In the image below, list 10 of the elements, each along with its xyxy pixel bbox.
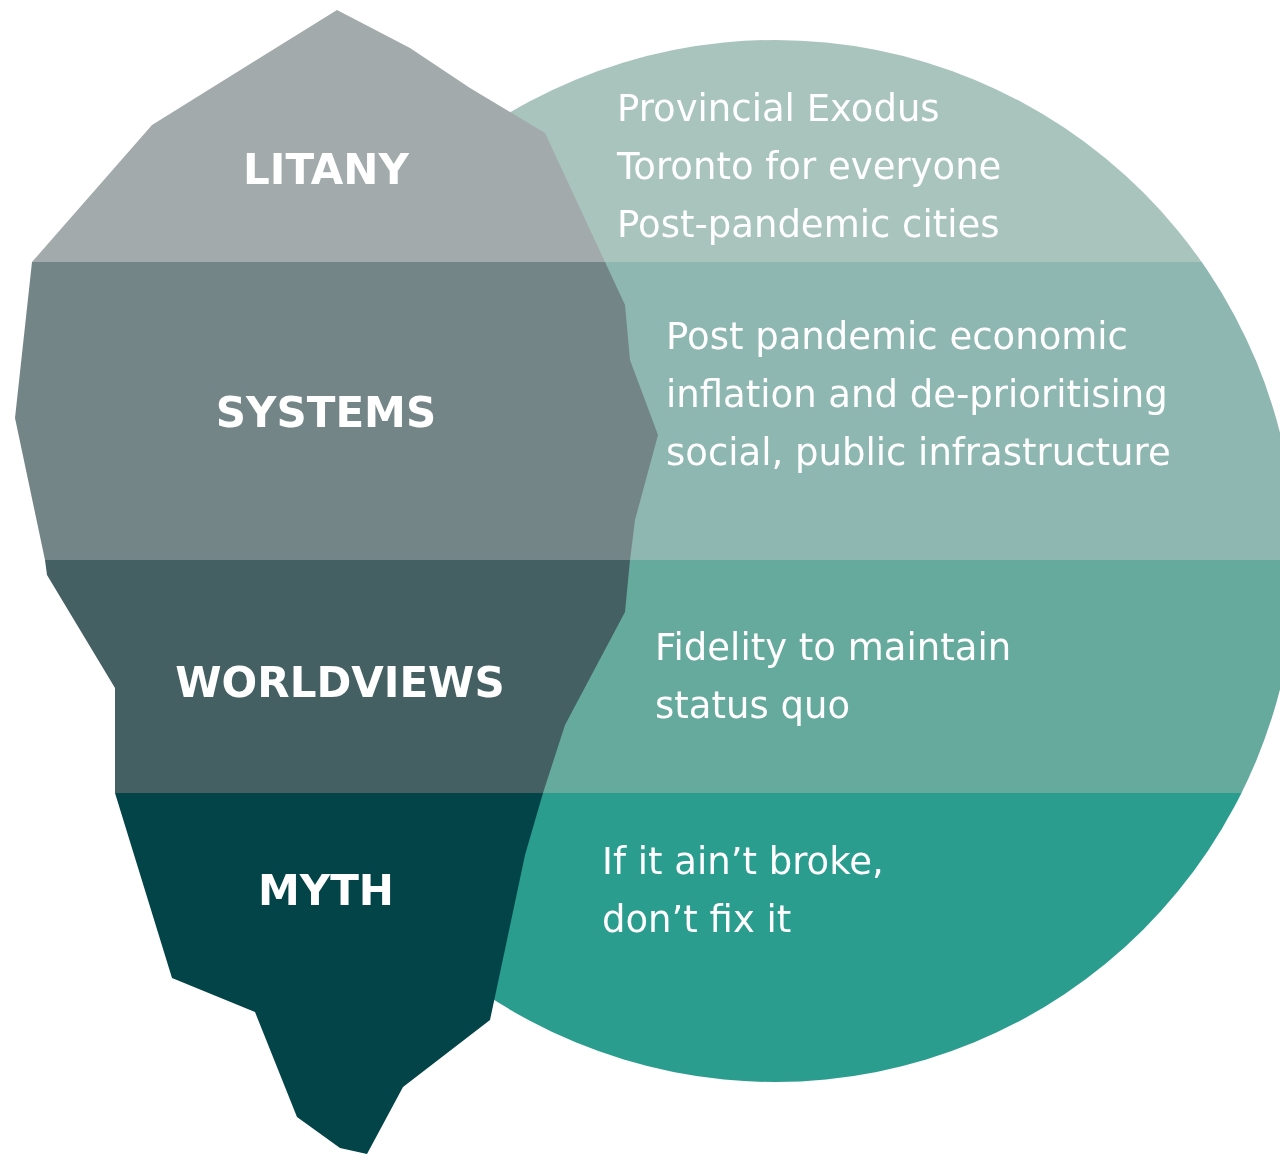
layer-label: WORLDVIEWS	[175, 658, 505, 707]
layer-label: SYSTEMS	[215, 388, 437, 437]
band-text: Post-pandemic cities	[617, 202, 1001, 248]
band-text: Provincial Exodus	[617, 86, 941, 132]
band-text: Toronto for everyone	[617, 144, 1003, 190]
layer-label: LITANY	[243, 145, 409, 194]
band-text: Fidelity to maintain status quo	[655, 625, 1013, 729]
band-text: Post pandemic economic inflation and de-prioritising social, public infrastructure	[666, 314, 1172, 476]
layer-label: MYTH	[258, 866, 394, 915]
band-text: If it ain’t broke, don’t fix it	[602, 839, 885, 943]
